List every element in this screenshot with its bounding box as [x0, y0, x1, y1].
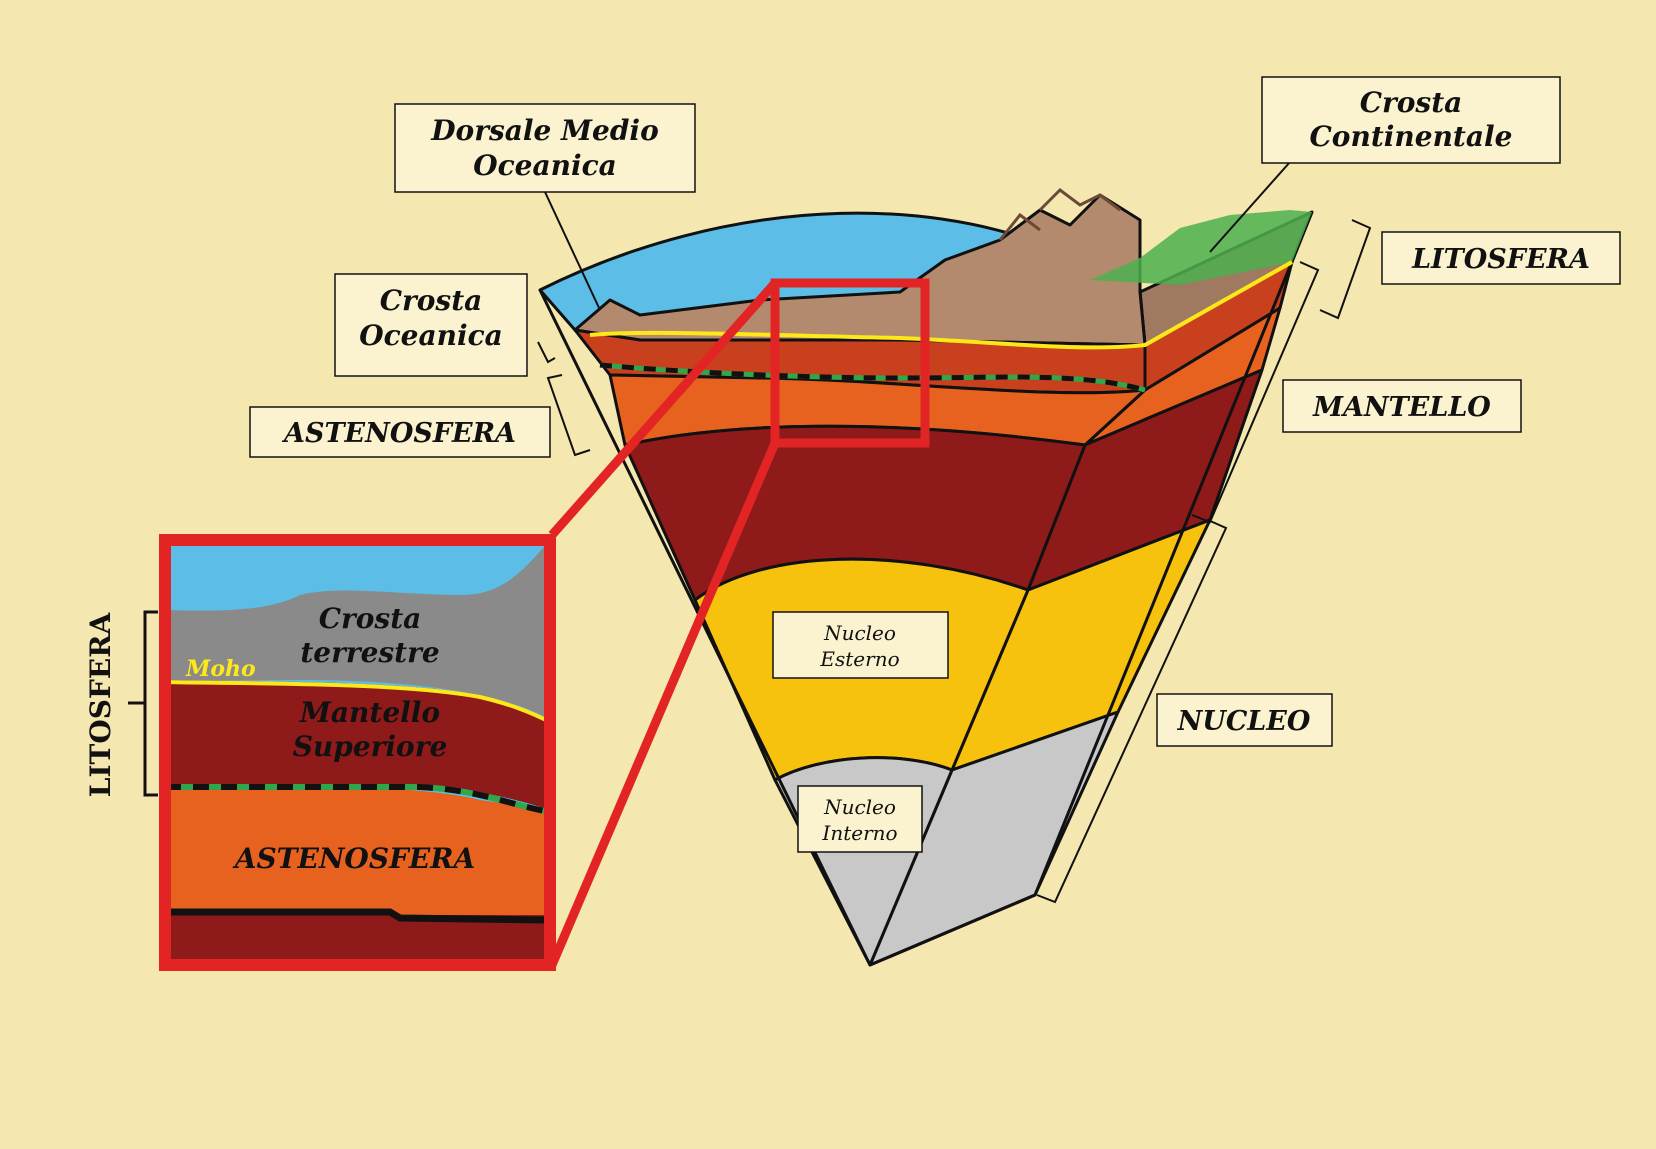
label-dorsale: Dorsale Medio Oceanica: [394, 103, 696, 193]
continent-detail: [998, 188, 1312, 285]
zoom-frame-source: [770, 278, 930, 448]
label-crosta-continentale: Crosta Continentale: [1261, 76, 1561, 164]
bracket-mantello: [1191, 261, 1320, 524]
bracket-nucleo: [1036, 519, 1228, 904]
svg-text:MANTELLO: MANTELLO: [1312, 392, 1491, 423]
svg-text:ASTENOSFERA: ASTENOSFERA: [281, 418, 516, 449]
inset-crosta-terrestre-2: terrestre: [300, 636, 439, 669]
zoom-connector-top: [548, 280, 779, 538]
svg-text:Crosta: Crosta: [380, 284, 483, 317]
svg-text:NUCLEO: NUCLEO: [1177, 706, 1311, 737]
svg-text:Esterno: Esterno: [819, 647, 899, 671]
leader-dorsale: [544, 191, 601, 311]
svg-text:Nucleo: Nucleo: [823, 621, 896, 645]
svg-text:Oceanica: Oceanica: [359, 319, 503, 352]
label-nucleo-interno: Nucleo Interno: [797, 785, 923, 853]
label-nucleo: NUCLEO: [1156, 693, 1333, 747]
inset-cross-section: [159, 534, 556, 971]
label-mantello: MANTELLO: [1282, 379, 1522, 433]
svg-text:Dorsale Medio: Dorsale Medio: [430, 114, 659, 147]
svg-text:Crosta: Crosta: [1360, 86, 1463, 119]
label-crosta-oceanica: Crosta Oceanica: [334, 273, 528, 377]
lab-boundary: [599, 362, 1146, 393]
inset-mantello-superiore-1: Mantello: [299, 696, 440, 729]
svg-text:LITOSFERA: LITOSFERA: [1411, 244, 1590, 275]
inset-astenosfera-label: ASTENOSFERA: [232, 842, 476, 875]
svg-text:Oceanica: Oceanica: [473, 149, 617, 182]
wedge-side-face: [868, 210, 1314, 967]
label-nucleo-esterno: Nucleo Esterno: [772, 611, 949, 679]
label-astenosfera: ASTENOSFERA: [249, 406, 551, 458]
leader-crosta-continentale: [1209, 161, 1291, 253]
moho-line: [589, 260, 1293, 350]
inset-crosta-terrestre-1: Crosta: [319, 602, 422, 635]
zoom-connector-bottom: [547, 441, 780, 967]
inset-litosfera-bracket: [128, 610, 158, 797]
label-litosfera: LITOSFERA: [1381, 231, 1621, 285]
inset-mantello-superiore-2: Superiore: [293, 730, 448, 763]
svg-text:Nucleo: Nucleo: [823, 795, 896, 819]
bracket-litosfera: [1319, 219, 1372, 320]
bracket-crosta-oceanica: [537, 341, 556, 364]
inset-litosfera-side-label: LITOSFERA: [84, 612, 117, 798]
bracket-astenosfera: [546, 374, 591, 457]
svg-text:Interno: Interno: [821, 821, 897, 845]
inset-moho-label: Moho: [185, 656, 256, 682]
svg-text:Continentale: Continentale: [1310, 120, 1513, 153]
